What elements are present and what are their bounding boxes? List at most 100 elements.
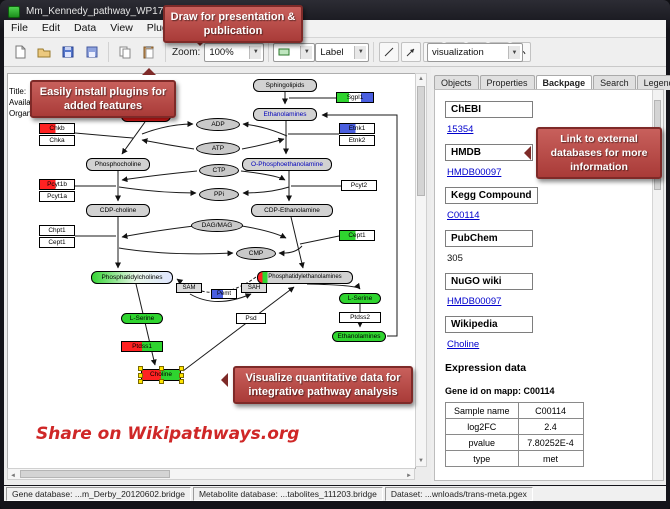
node-pcyt1a[interactable]: Pcyt1a — [39, 191, 75, 202]
selection-handle[interactable] — [179, 373, 184, 378]
label-tool-label: Label — [320, 46, 344, 58]
node-pcyt1b[interactable]: Pcyt1b — [39, 179, 75, 190]
node-adp[interactable]: ADP — [196, 118, 240, 131]
table-cell: C00114 — [517, 402, 584, 419]
table-cell: Sample name — [445, 402, 519, 419]
node-psd[interactable]: Psd — [236, 313, 266, 324]
callout-draw: Draw for presentation & publication — [163, 5, 303, 43]
node-etnk1[interactable]: Etnk1 — [339, 123, 375, 134]
node-sah[interactable]: SAH — [241, 283, 267, 293]
selection-handle[interactable] — [159, 366, 164, 371]
chebi-id-link[interactable]: 15354 — [447, 124, 474, 135]
node-ppi[interactable]: PPi — [199, 188, 239, 201]
hmdb-id-link[interactable]: HMDB00097 — [447, 167, 502, 178]
callout-plugins: Easily install plugins for added feature… — [30, 80, 176, 118]
node-phosphatidylethanolamines[interactable]: Phosphatidylethanolamines — [257, 271, 353, 284]
scroll-down-icon[interactable]: ▼ — [418, 458, 424, 464]
node-pcyt2[interactable]: Pcyt2 — [341, 180, 377, 191]
side-panel: Objects Properties Backpage Search Legen… — [431, 67, 670, 485]
status-metabolite-database: Metabolite database: ...tabolites_111203… — [192, 486, 383, 501]
node-cdp-ethanolamine[interactable]: CDP-Ethanolamine — [251, 204, 333, 217]
tab-search[interactable]: Search — [593, 75, 636, 90]
table-cell: 7.80252E-4 — [517, 434, 584, 451]
node-o-phosphoethanolamine[interactable]: O-Phosphoethanolamine — [242, 158, 332, 171]
title-bar[interactable]: Mm_Kennedy_pathway_WP1771_45176.gpml — [6, 3, 664, 20]
export-icon[interactable] — [81, 41, 103, 63]
callout-linkdb: Link to external databases for more info… — [536, 127, 662, 179]
selection-handle[interactable] — [159, 379, 164, 384]
scroll-up-icon[interactable]: ▲ — [418, 76, 424, 82]
wikipedia-link[interactable]: Choline — [447, 339, 480, 350]
node-chpt1[interactable]: Chpt1 — [39, 225, 75, 236]
tab-backpage[interactable]: Backpage — [535, 75, 593, 90]
menu-file[interactable]: File — [11, 22, 28, 34]
nugo-id-link[interactable]: HMDB00097 — [447, 296, 502, 307]
pathway-info-box: Title: Availability: Organism: — [9, 86, 49, 119]
selection-handle[interactable] — [179, 366, 184, 371]
chevron-down-icon: ▼ — [354, 45, 367, 59]
node-ptdss1[interactable]: Ptdss1 — [121, 341, 163, 352]
node-sphingolipids[interactable]: Sphingolipids — [253, 79, 317, 92]
open-folder-icon[interactable] — [33, 41, 55, 63]
kegg-id-link[interactable]: C00114 — [447, 210, 480, 221]
tab-objects[interactable]: Objects — [434, 75, 479, 90]
selection-handle[interactable] — [138, 366, 143, 371]
gene-id-line: Gene id on mapp: C00114 — [445, 386, 555, 396]
selection-handle[interactable] — [179, 379, 184, 384]
node-chkb[interactable]: Chkb — [39, 123, 75, 134]
node-ethanolamines-top[interactable]: Ethanolamines — [253, 108, 317, 121]
save-icon[interactable] — [57, 41, 79, 63]
copy-icon[interactable] — [114, 41, 136, 63]
menu-data[interactable]: Data — [74, 22, 97, 34]
canvas-horizontal-scrollbar[interactable]: ◄ ► — [7, 468, 415, 480]
expression-data-heading: Expression data — [445, 362, 527, 374]
node-cept1-right[interactable]: Cept1 — [339, 230, 375, 241]
arrow-tool-icon[interactable] — [401, 42, 422, 62]
node-phosphocholine[interactable]: Phosphocholine — [86, 158, 150, 171]
new-file-icon[interactable] — [9, 41, 31, 63]
node-l-serine-right[interactable]: L-Serine — [339, 293, 381, 304]
status-gene-database: Gene database: ...m_Derby_20120602.bridg… — [6, 486, 191, 501]
visualization-combobox[interactable]: visualization ▼ — [427, 43, 523, 62]
node-choline-selected[interactable]: Choline — [138, 366, 184, 384]
node-etnk2[interactable]: Etnk2 — [339, 135, 375, 146]
selection-handle[interactable] — [138, 373, 143, 378]
table-cell: 2.4 — [517, 418, 584, 435]
scroll-right-icon[interactable]: ► — [406, 473, 412, 479]
node-chka[interactable]: Chka — [39, 135, 75, 146]
pathway-canvas[interactable]: Title: Availability: Organism: Sphingoli… — [7, 73, 416, 469]
label-combobox[interactable]: Label ▼ — [315, 42, 370, 62]
line-tool-icon[interactable] — [379, 42, 400, 62]
node-sgpl1[interactable]: Sgpl1 — [336, 92, 374, 103]
node-atp[interactable]: ATP — [196, 142, 240, 155]
datanode-combobox[interactable]: ▼ — [273, 42, 316, 62]
chevron-down-icon: ▼ — [249, 45, 262, 59]
zoom-combobox[interactable]: 100% ▼ — [204, 42, 265, 62]
pubchem-id-value: 305 — [447, 253, 463, 264]
canvas-vertical-scrollbar[interactable]: ▲ ▼ — [415, 73, 427, 467]
selection-handle[interactable] — [138, 379, 143, 384]
callout-visualize: Visualize quantitative data for integrat… — [233, 366, 413, 404]
scroll-left-icon[interactable]: ◄ — [10, 473, 16, 479]
tab-properties[interactable]: Properties — [479, 75, 535, 90]
tab-legend[interactable]: Legend — [636, 75, 670, 90]
node-cept1-left[interactable]: Cept1 — [39, 237, 75, 248]
table-cell: met — [517, 450, 584, 467]
paste-icon[interactable] — [138, 41, 160, 63]
menu-view[interactable]: View — [110, 22, 133, 34]
node-cdp-choline[interactable]: CDP-choline — [86, 204, 150, 217]
node-sam[interactable]: SAM — [176, 283, 202, 293]
node-ptdss2[interactable]: Ptdss2 — [339, 312, 381, 323]
node-ethanolamines-right[interactable]: Ethanolamines — [332, 331, 386, 342]
node-ctp[interactable]: CTP — [199, 164, 239, 177]
node-dag-mag[interactable]: DAG/MAG — [191, 219, 243, 232]
node-phosphatidylcholines[interactable]: Phosphatidylcholines — [91, 271, 173, 284]
status-bar: Gene database: ...m_Derby_20120602.bridg… — [4, 486, 666, 501]
toolbar-separator — [165, 42, 166, 62]
node-cmp[interactable]: CMP — [236, 247, 276, 260]
menu-edit[interactable]: Edit — [41, 22, 61, 34]
node-pemt[interactable]: Pemt — [211, 289, 237, 299]
node-l-serine-left[interactable]: L-Serine — [121, 313, 163, 324]
window-title: Mm_Kennedy_pathway_WP1771_45176.gpml — [26, 6, 233, 17]
